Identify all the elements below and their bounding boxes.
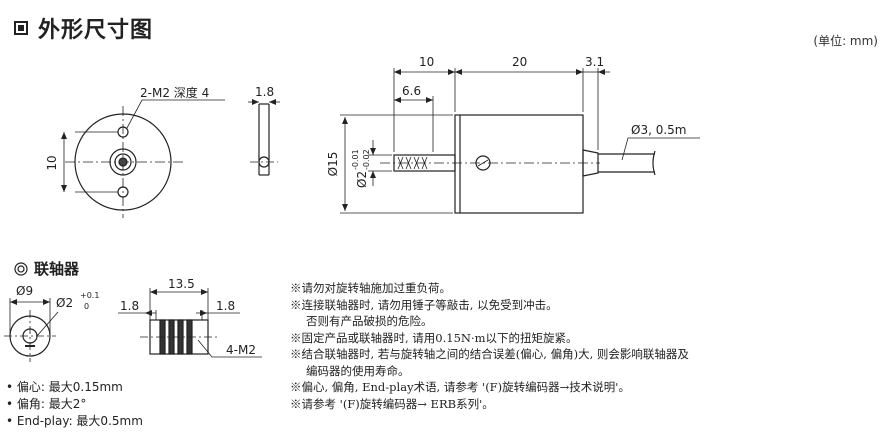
page-title-text: 外形尺寸图	[38, 18, 154, 43]
spec-item-end-play: End-play: 最大0.5mm	[6, 413, 143, 430]
main-view	[340, 68, 700, 214]
coupling-tol-lower: 0	[84, 302, 89, 311]
note-item: ※偏心, 偏角, End-play术语, 请参考 '(F)旋转编码器→技术说明'…	[290, 380, 630, 394]
unit-label: (单位: mm)	[813, 34, 878, 48]
dim-3-1-label: 3.1	[585, 55, 604, 69]
notes-list: ※请勿对旋转轴施加过重负荷。 ※连接联轴器时, 请勿用锤子等敲击, 以免受到冲击…	[290, 280, 689, 412]
shaft-tol-upper: -0.01	[351, 149, 360, 170]
dim-10-label: 10	[419, 55, 434, 69]
note-item: 否则有产品破损的危险。	[306, 314, 433, 328]
note-item: 编码器的使用寿命。	[306, 363, 410, 378]
dim-6-6-label: 6.6	[402, 84, 421, 98]
side-dim-label: 1.8	[255, 85, 274, 99]
note-item: ※请勿对旋转轴施加过重负荷。	[290, 281, 451, 295]
front-view	[61, 99, 225, 218]
double-circle-icon	[14, 261, 28, 276]
square-bullet-icon	[14, 21, 28, 35]
shaft-dia-label: Ø2	[355, 171, 369, 188]
side-view	[248, 99, 280, 176]
note-item: ※连接联轴器时, 请勿用锤子等敲击, 以免受到冲击。	[290, 297, 558, 312]
note-item: ※请参考 '(F)旋转编码器→ ERB系列'。	[290, 396, 494, 411]
coupling-section-title: 联轴器	[14, 258, 79, 279]
spec-item-eccentricity: 偏心: 最大0.15mm	[6, 379, 143, 396]
coupling-front-view	[4, 298, 59, 362]
coupling-dia2-label: Ø2	[56, 296, 73, 310]
body-dia-label: Ø15	[326, 152, 340, 177]
cable-label: Ø3, 0.5m	[631, 123, 686, 137]
coupling-section-text: 联轴器	[34, 260, 80, 278]
coupling-right-dim-label: 1.8	[216, 299, 235, 313]
dim-20-label: 20	[512, 55, 527, 69]
coupling-dia9-label: Ø9	[16, 284, 33, 298]
coupling-tol-upper: +0.1	[80, 291, 99, 300]
spec-item-angle: 偏角: 最大2°	[6, 396, 143, 413]
shaft-tol-lower: -0.02	[362, 149, 371, 170]
note-item: ※结合联轴器时, 若与旋转轴之间的结合误差(偏心, 偏角)大, 则会影响联轴器及	[290, 347, 689, 361]
coupling-side-view	[118, 288, 262, 358]
height-dim-label: 10	[45, 155, 59, 170]
page-title: 外形尺寸图	[14, 12, 153, 44]
coupling-screw-label: 4-M2	[226, 343, 256, 357]
coupling-length-label: 13.5	[168, 277, 195, 291]
hole-label: 2-M2 深度 4	[140, 85, 209, 100]
coupling-left-dim-label: 1.8	[120, 299, 139, 313]
note-item: ※固定产品或联轴器时, 请用0.15N·m以下的扭矩旋紧。	[290, 330, 578, 345]
coupling-spec-list: 偏心: 最大0.15mm 偏角: 最大2° End-play: 最大0.5mm	[6, 379, 143, 430]
